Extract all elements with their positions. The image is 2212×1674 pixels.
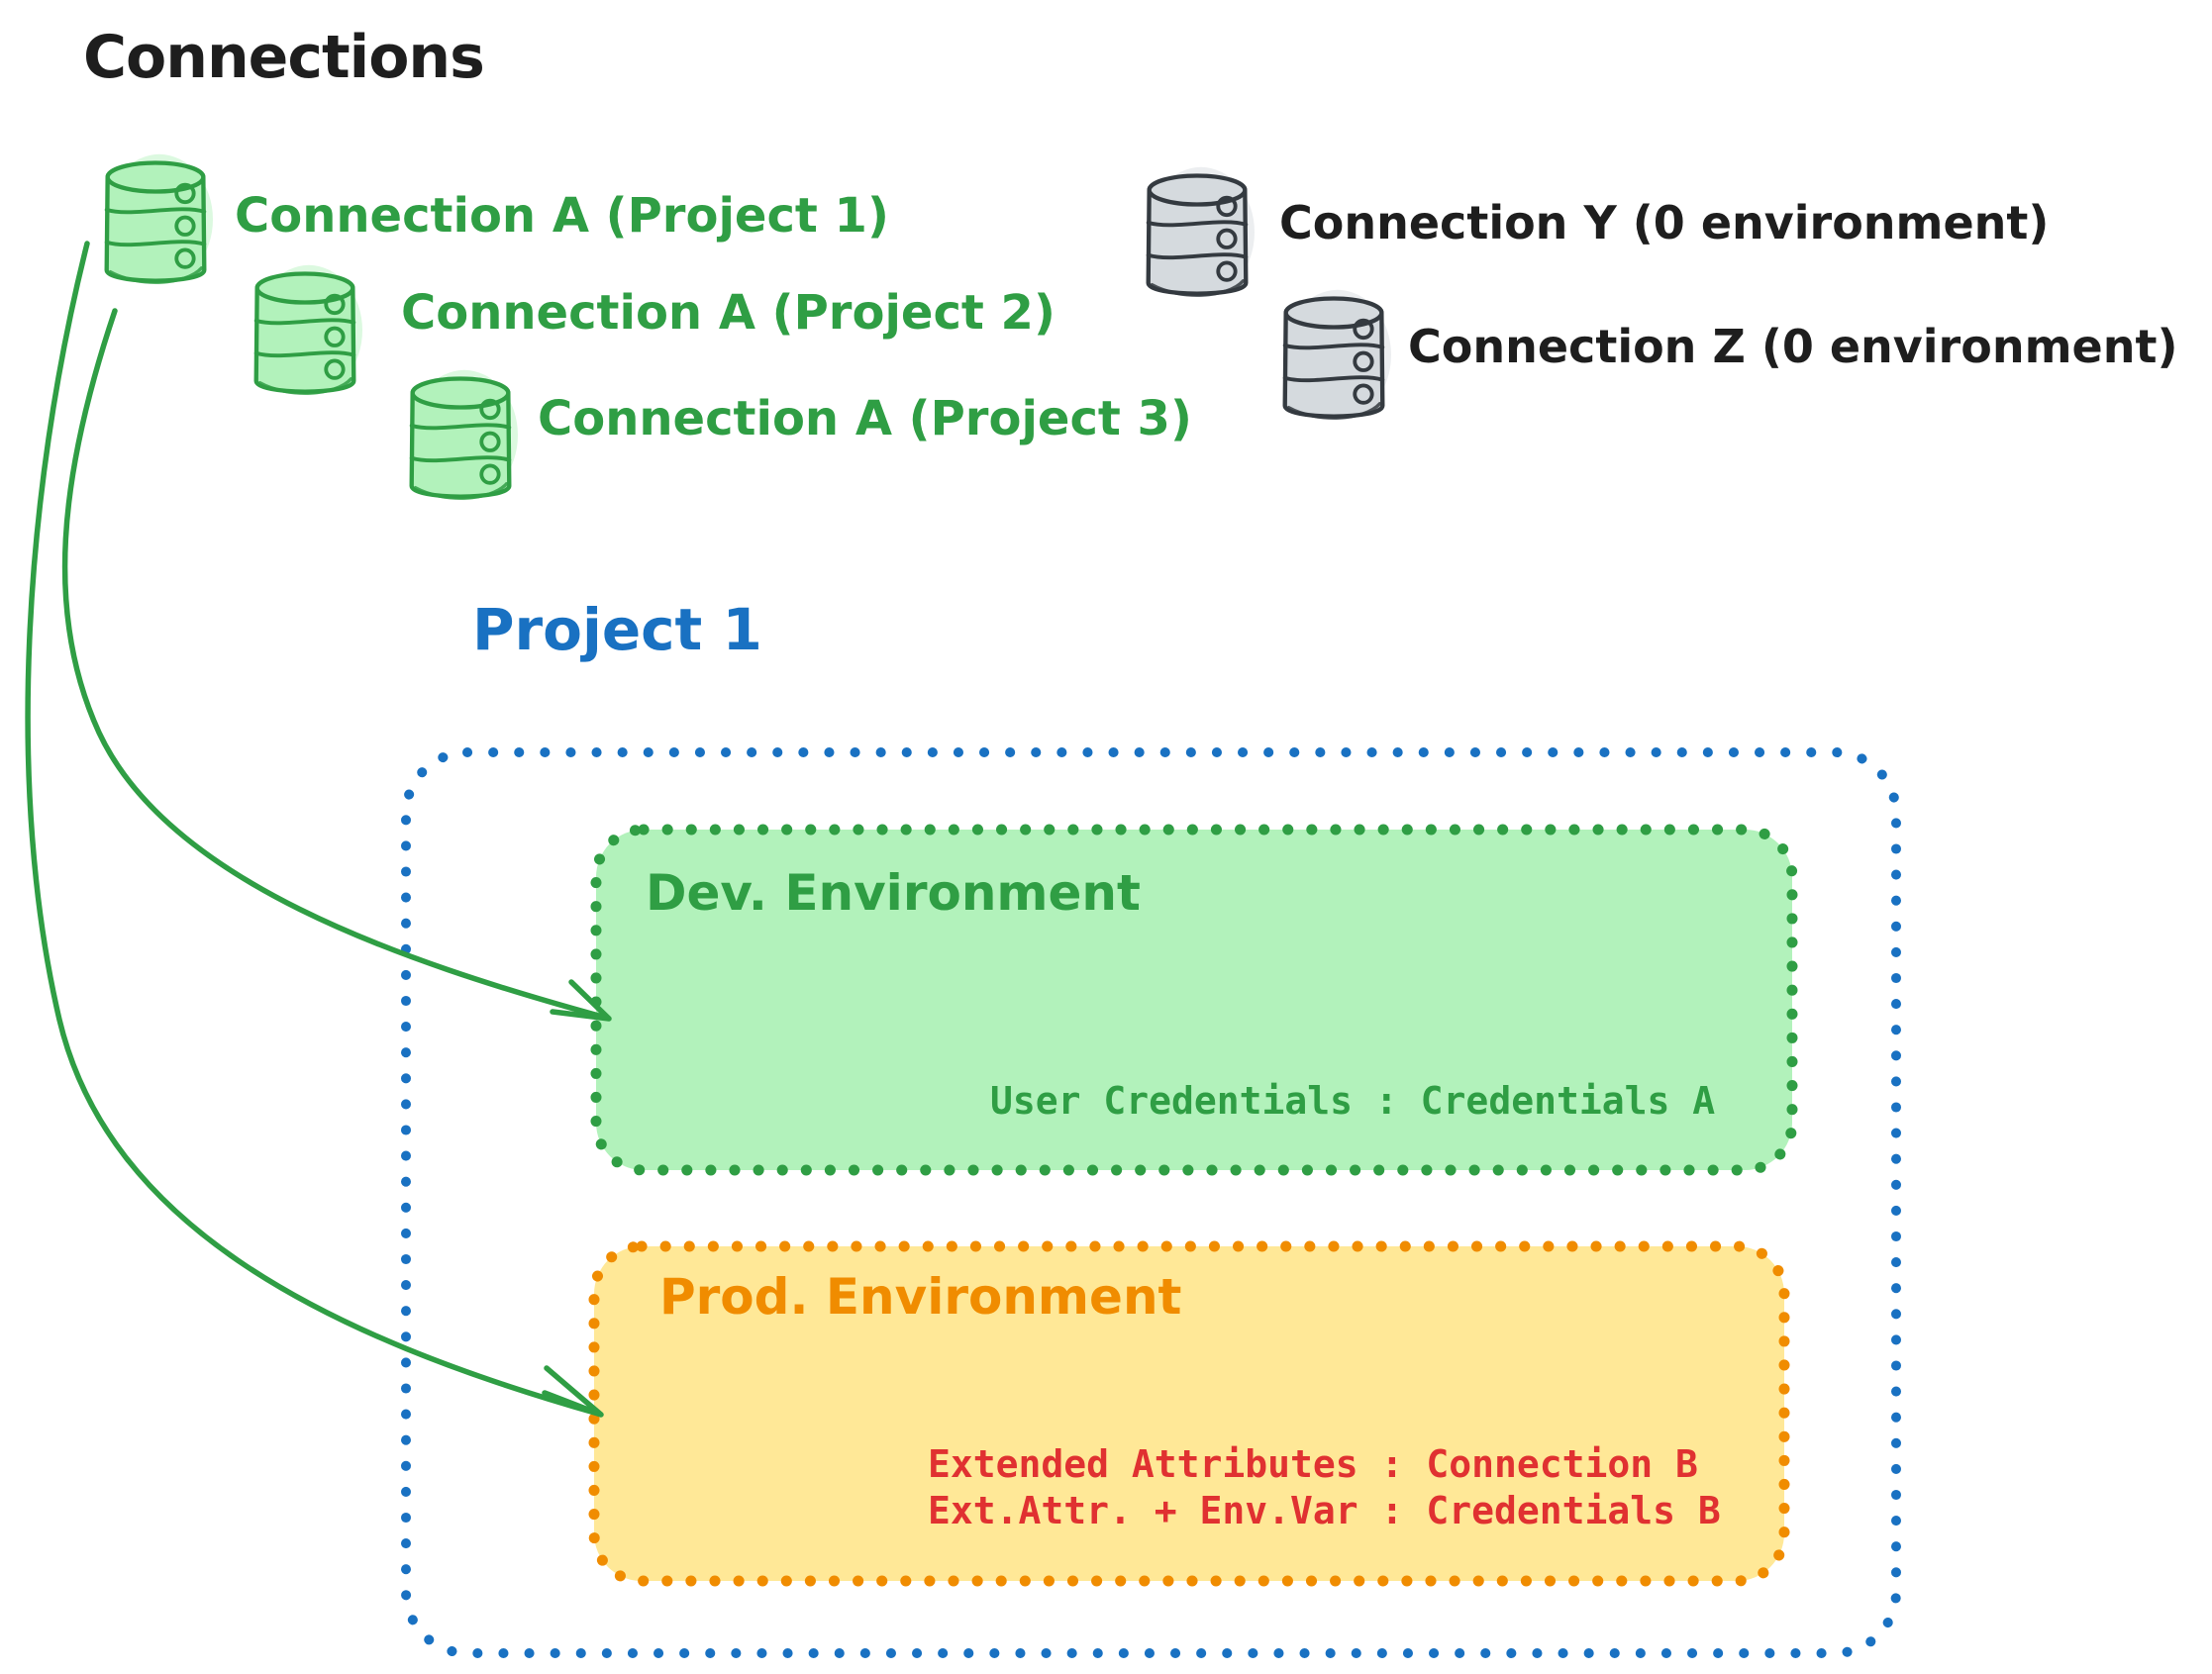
prod-environment-title: Prod. Environment [659,1268,1182,1326]
database-icon-connection-y [1147,166,1255,298]
database-icon-connection-z [1283,289,1391,421]
database-icon-connection-a1 [105,153,213,285]
prod-connection-binding: Extended Attributes : Connection B [928,1442,1698,1486]
connection-z-label: Connection Z (0 environment) [1408,320,2178,373]
dev-credentials-binding: User Credentials : Credentials A [990,1079,1716,1123]
dev-environment-box [590,824,1798,1176]
database-icon-connection-a2 [254,264,362,396]
database-icon-connection-a3 [410,369,518,501]
arrow-connection-a-to-prod [25,241,604,1418]
project1-title: Project 1 [472,596,762,663]
arrow-connection-a-to-dev [61,308,612,1022]
prod-credentials-binding: Ext.Attr. + Env.Var : Credentials B [928,1489,1721,1532]
project1-boundary-box [401,747,1901,1658]
connection-y-label: Connection Y (0 environment) [1279,196,2050,249]
connection-a-project3-label: Connection A (Project 3) [538,391,1192,446]
page-title: Connections [83,23,485,92]
dev-environment-title: Dev. Environment [646,864,1141,922]
connection-a-project2-label: Connection A (Project 2) [401,285,1056,341]
connection-a-project1-label: Connection A (Project 1) [235,188,889,244]
